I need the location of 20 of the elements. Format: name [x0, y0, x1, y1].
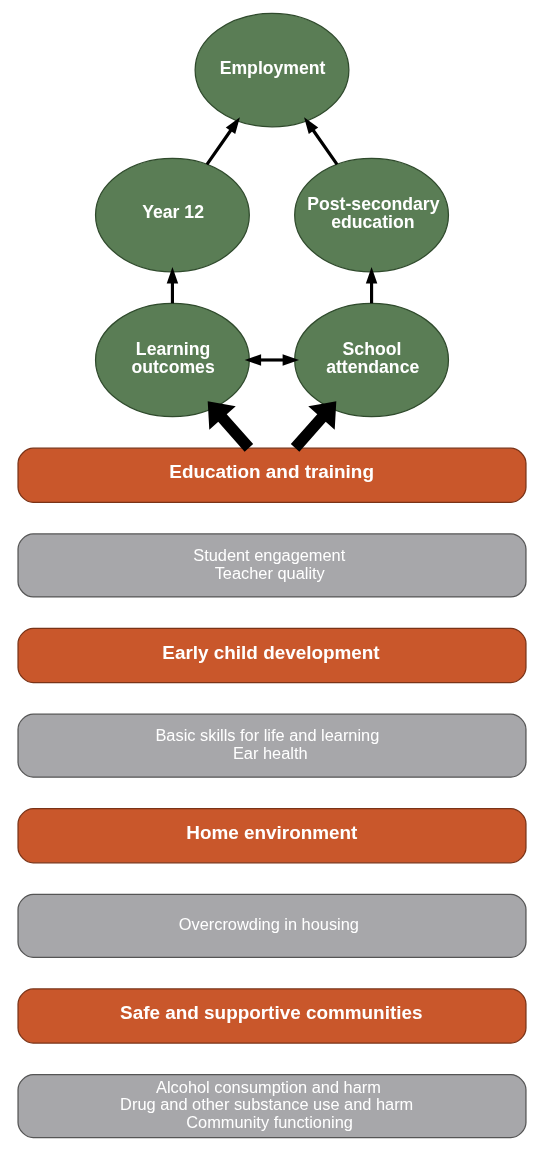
node-box: Safe and supportive communities	[17, 988, 527, 1044]
arrow	[166, 267, 179, 304]
node-box: Overcrowding in housing	[17, 893, 527, 958]
arrow	[365, 267, 378, 304]
node-box: Basic skills for life and learning Ear health	[17, 713, 527, 778]
arrow	[304, 117, 339, 166]
arrow	[207, 401, 254, 452]
node-box: Early child development	[17, 627, 527, 684]
node-ellipse: School attendance	[294, 302, 450, 418]
node-box: Student engagement Teacher quality	[17, 533, 527, 598]
node-box: Home environment	[17, 808, 527, 864]
node-ellipse: Post-secondary education	[294, 157, 450, 273]
arrow	[290, 401, 337, 452]
arrow	[205, 117, 240, 166]
node-box: Alcohol consumption and harm Drug and other substance use and harm Community functioning	[17, 1073, 527, 1139]
node-ellipse: Employment	[194, 12, 350, 128]
node-ellipse: Learning outcomes	[94, 302, 250, 418]
arrow	[244, 354, 300, 366]
node-ellipse: Year 12	[94, 157, 250, 273]
node-box: Education and training	[17, 447, 527, 504]
